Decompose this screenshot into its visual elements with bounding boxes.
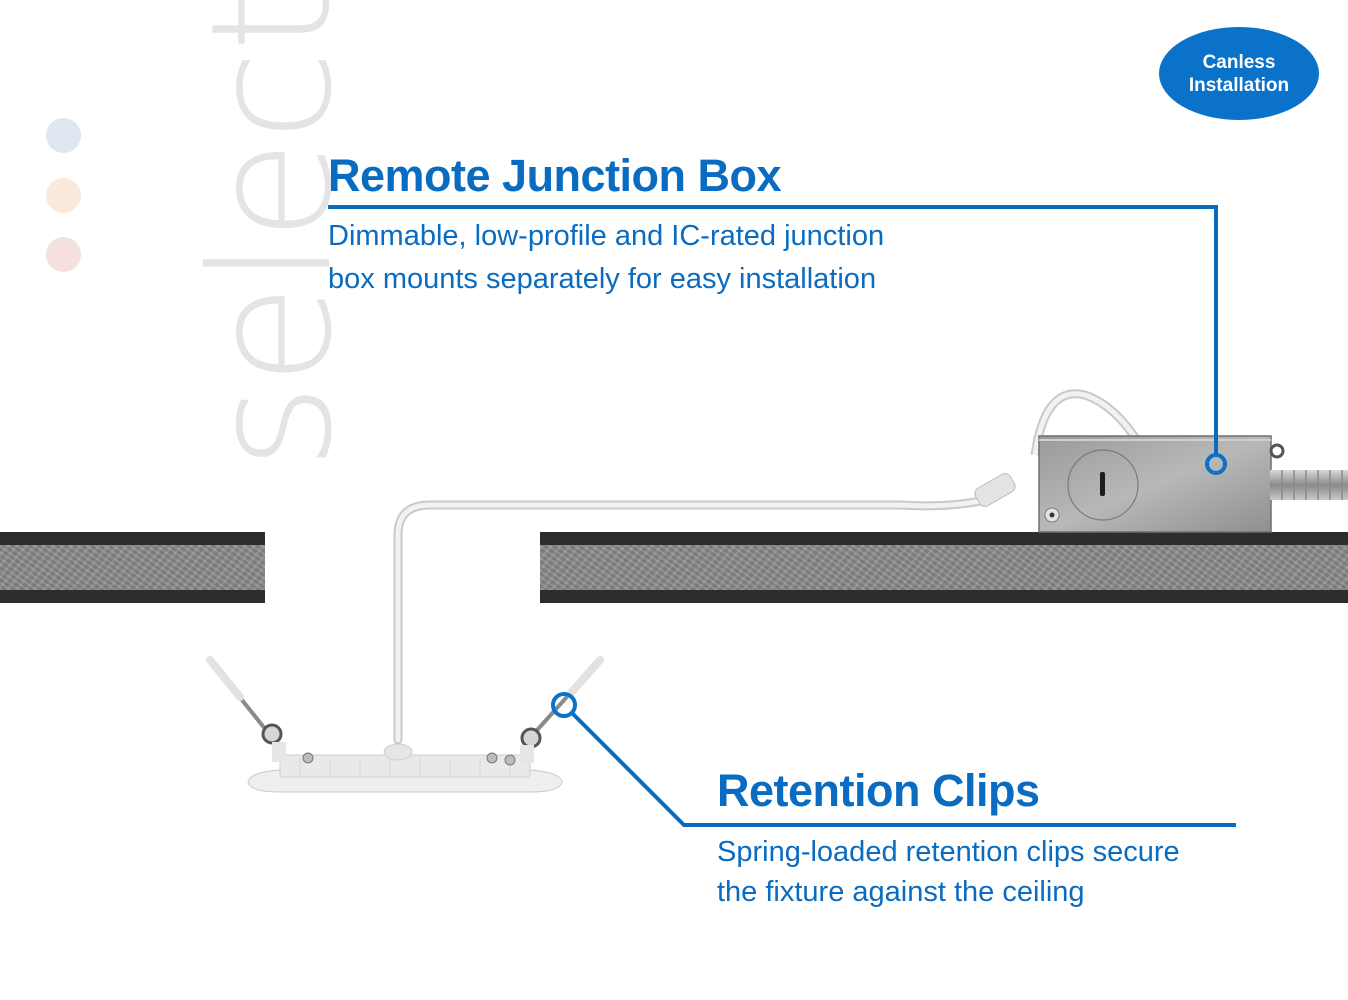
ceiling-section-left <box>0 532 265 603</box>
desc-line: the fixture against the ceiling <box>717 876 1085 908</box>
callout-desc-retention-clips: Spring-loaded retention clips secure the… <box>717 832 1180 912</box>
retention-clip-right <box>520 656 604 763</box>
junction-box <box>1038 435 1348 533</box>
canless-installation-badge: Canless Installation <box>1159 27 1319 120</box>
callout-title-junction-box: Remote Junction Box <box>328 150 782 201</box>
brand-dot-red <box>46 237 81 272</box>
power-cable <box>393 389 1144 745</box>
callout-desc-junction-box: Dimmable, low-profile and IC-rated junct… <box>328 215 884 301</box>
brand-dot-orange <box>46 178 81 213</box>
ceiling-section-right <box>540 532 1348 603</box>
desc-line: Dimmable, low-profile and IC-rated junct… <box>328 220 885 252</box>
callout-title-retention-clips: Retention Clips <box>717 765 1040 816</box>
desc-line: Spring-loaded retention clips secure <box>717 836 1180 868</box>
desc-line: box mounts separately for easy installat… <box>328 263 877 295</box>
badge-line-2: Installation <box>1188 74 1290 96</box>
retention-clip-left <box>206 656 286 762</box>
callout-line-retention-clips <box>551 692 1236 827</box>
brand-dot-blue <box>46 118 81 153</box>
badge-line-1: Canless <box>1202 51 1276 73</box>
led-fixture <box>206 656 604 793</box>
callout-line-junction-box <box>328 205 1227 475</box>
